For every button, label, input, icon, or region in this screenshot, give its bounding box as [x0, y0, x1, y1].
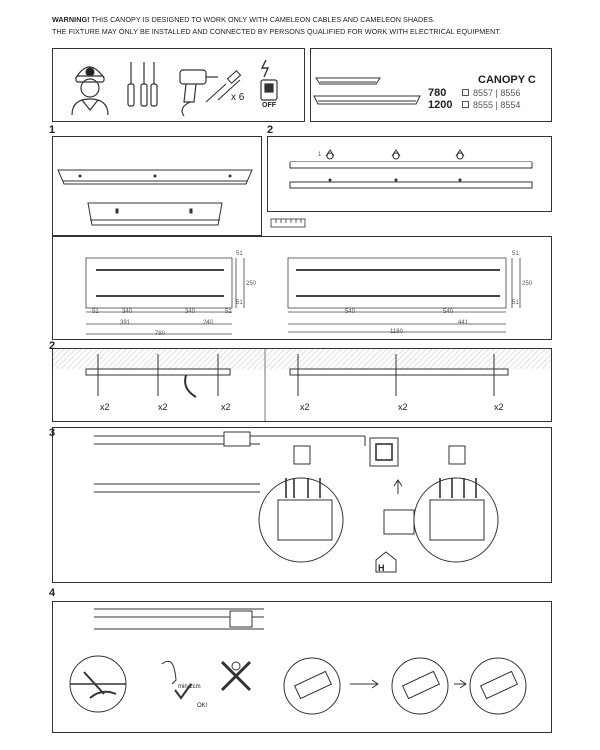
step4-drawing	[69, 608, 527, 715]
mount-count-1: x2	[100, 402, 110, 412]
mount-count-4: x2	[300, 402, 310, 412]
switch-off-label: OFF	[262, 102, 276, 109]
ceiling-mounting-drawing	[53, 349, 551, 421]
screw-count: x 6	[231, 92, 245, 103]
house-label: H	[378, 563, 385, 573]
warning-line-1: THIS CANOPY IS DESIGNED TO WORK ONLY WIT…	[89, 15, 435, 24]
warning-text: WARNING! THIS CANOPY IS DESIGNED TO WORK…	[52, 14, 552, 38]
checkbox-780-icon	[462, 89, 469, 96]
step3-wiring-drawing	[94, 431, 499, 573]
ruler-icon	[270, 218, 306, 228]
mount-count-3: x2	[221, 402, 231, 412]
mount-count-2: x2	[158, 402, 168, 412]
dim-1200-bottom: 51	[512, 300, 519, 306]
product-codes-780: 8557 | 8556	[473, 88, 521, 98]
warning-line-2: THE FIXTURE MAY ONLY BE INSTALLED AND CO…	[52, 27, 502, 36]
mount-count-5: x2	[398, 402, 408, 412]
step-number-1: 1	[49, 124, 56, 136]
dim-780-top: 51	[236, 251, 243, 257]
drill-icon	[179, 69, 218, 117]
step1-rails	[57, 169, 253, 226]
dim-1200-c: 441	[458, 320, 469, 326]
product-name: CANOPY C	[478, 74, 536, 86]
dim-780-bottom: 51	[236, 300, 243, 306]
checkbox-1200-icon	[462, 101, 469, 108]
product-codes-1200: 8555 | 8554	[473, 100, 521, 110]
dim-780-height: 250	[246, 281, 257, 287]
step-number-3: 3	[49, 427, 56, 439]
product-size-780: 780	[428, 87, 447, 99]
warning-prefix: WARNING!	[52, 15, 90, 24]
step-number-2b: 2	[49, 340, 56, 352]
screw-anchor-icon	[205, 69, 242, 103]
dim-780-c: 391	[120, 320, 131, 326]
technician-icon	[71, 66, 109, 116]
tools-panel	[52, 48, 305, 122]
dim-1200-height: 250	[522, 281, 533, 287]
dim-780-d: 240	[203, 320, 214, 326]
step-number-2: 2	[267, 124, 274, 136]
screwdriver-icon	[127, 62, 158, 107]
dimension-drawing-1200	[287, 257, 521, 333]
dim-1200-top: 51	[512, 251, 519, 257]
mount-count-6: x2	[494, 402, 504, 412]
dimension-drawing-780	[85, 257, 245, 335]
power-switch-icon	[260, 59, 278, 101]
canopy-rail-icons	[313, 77, 421, 105]
dimensions-panel	[52, 236, 552, 340]
step2-panel	[267, 136, 552, 212]
step2-drawing	[289, 149, 533, 189]
product-panel	[310, 48, 552, 122]
ok-label: OK!	[197, 703, 208, 709]
product-size-1200: 1200	[428, 99, 453, 111]
step-number-4: 4	[49, 587, 56, 599]
step2-mark-1: 1	[318, 152, 322, 158]
